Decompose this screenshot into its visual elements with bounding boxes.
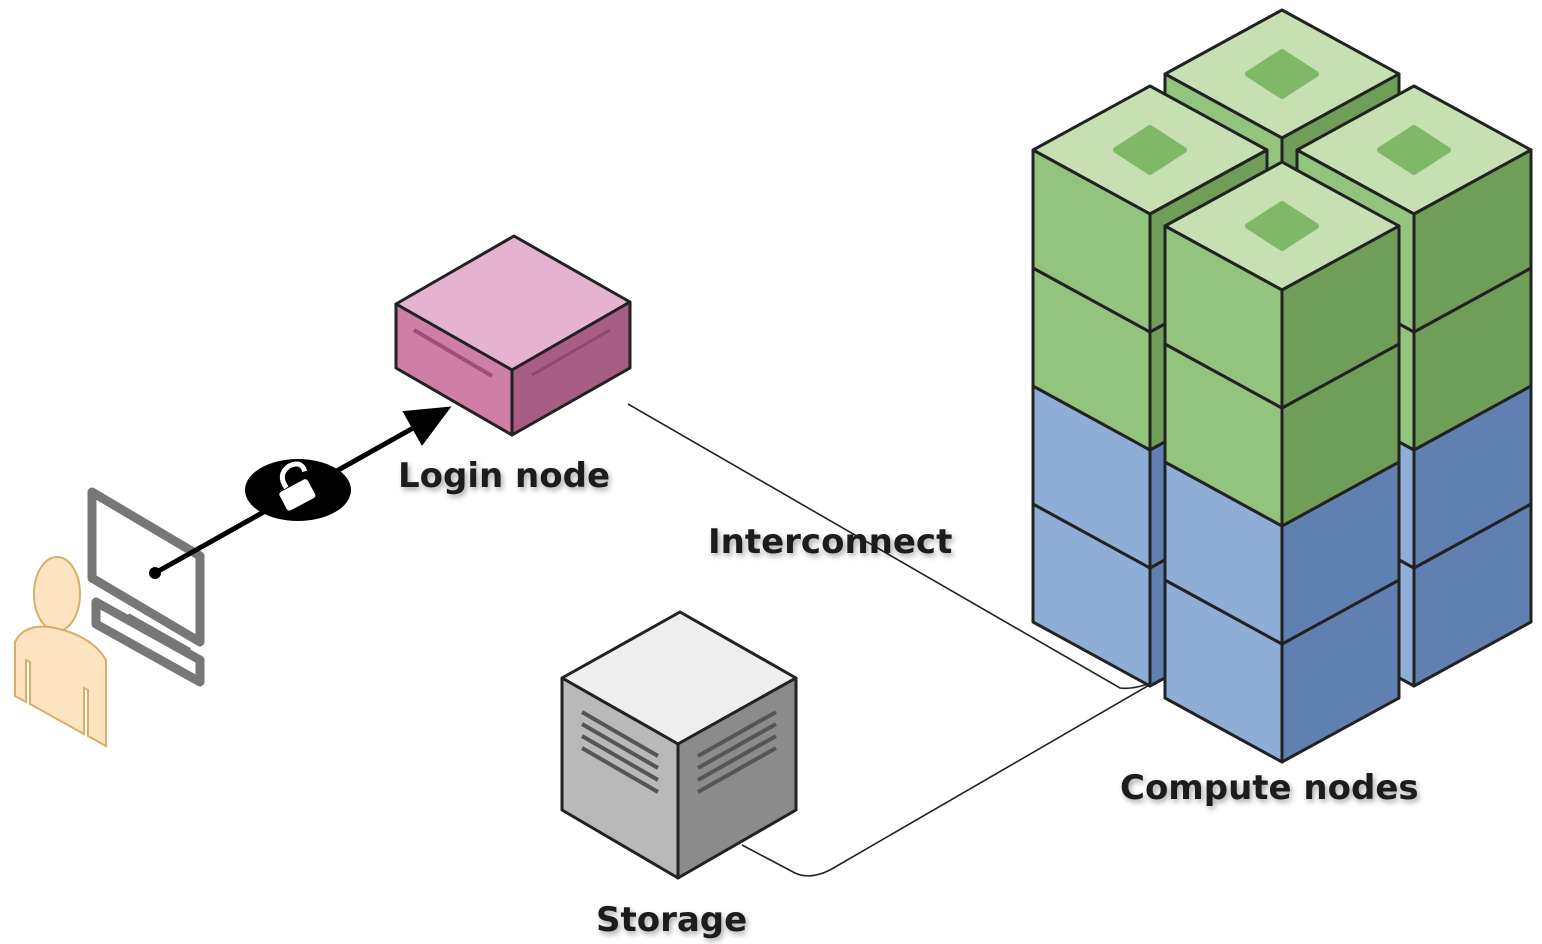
interconnect-label: Interconnect (708, 522, 952, 562)
user-icon (14, 556, 107, 748)
login-node-label: Login node (398, 456, 610, 496)
computer-icon (87, 487, 205, 687)
server-box-icon (394, 234, 632, 437)
compute-nodes-label: Compute nodes (1120, 768, 1419, 808)
lock-icon (245, 459, 351, 521)
compute-node-cube (1163, 160, 1401, 410)
interconnect-line-storage (741, 679, 1159, 877)
compute-stack-icon (1031, 8, 1533, 764)
storage-label: Storage (596, 900, 747, 940)
storage-box-icon (560, 610, 798, 880)
